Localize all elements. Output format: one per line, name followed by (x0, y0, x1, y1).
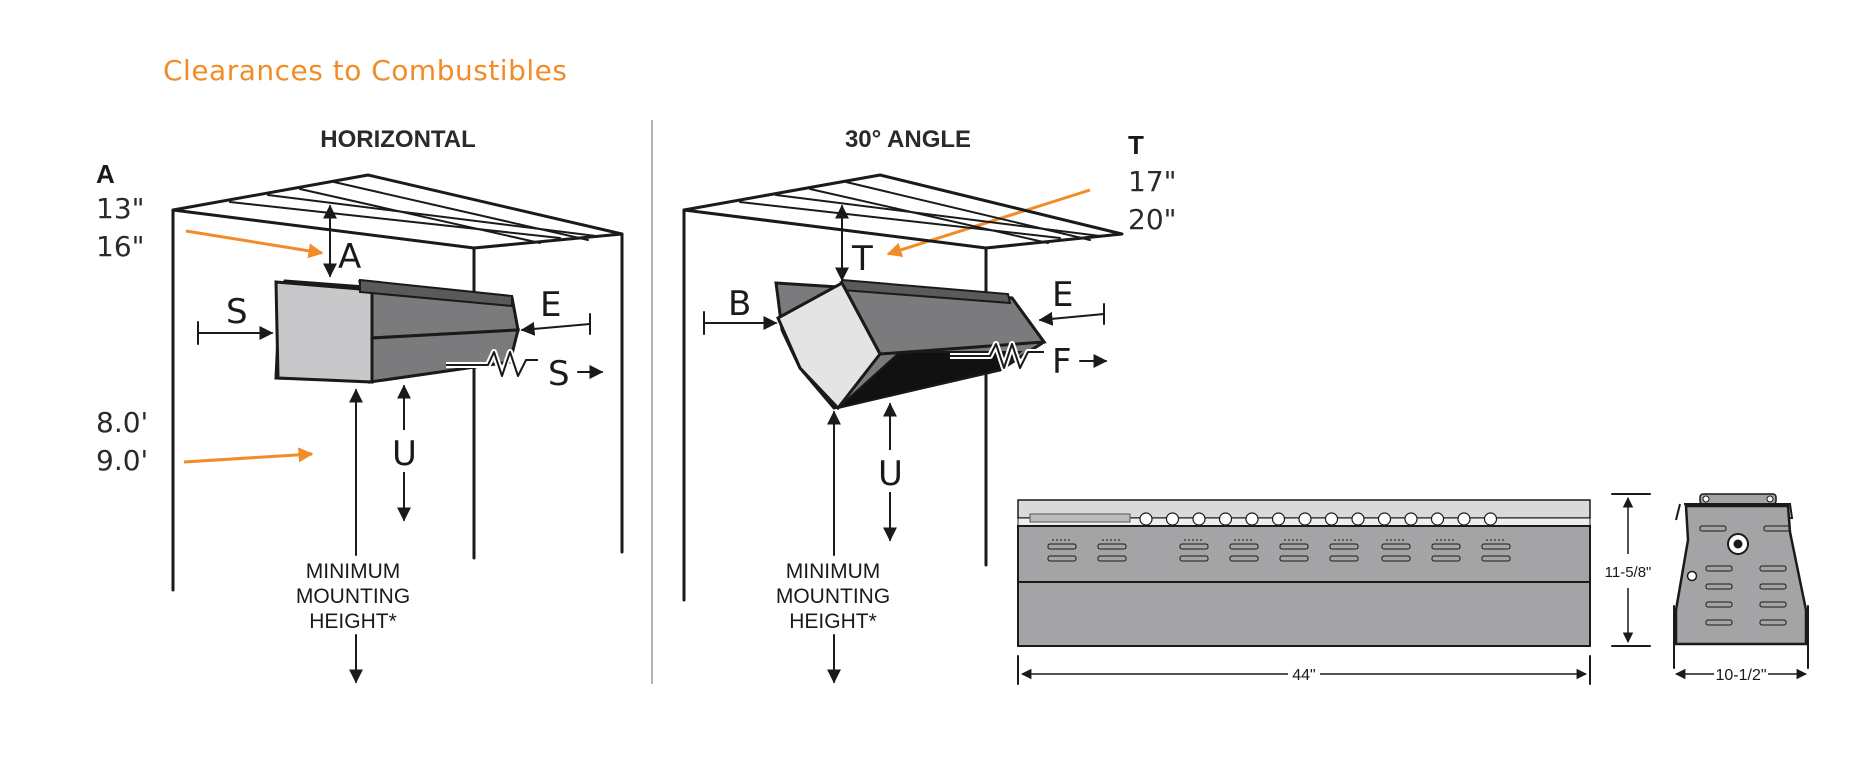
heater-front-view (1017, 499, 1591, 647)
length-label: 44" (1292, 667, 1315, 684)
angle-heater (774, 278, 1047, 411)
side-vent-slot (1763, 525, 1791, 532)
angle-mounting-line-2: MOUNTING (776, 585, 890, 608)
horizontal-height-value-1: 8.0' (96, 406, 148, 439)
angle-heading: 30° ANGLE (845, 126, 971, 153)
horizontal-a-pointer-arrow (185, 229, 324, 259)
front-vent-slot (1481, 543, 1511, 550)
angle-diagram: 30° ANGLE T 17" 20" T B E (682, 126, 1177, 684)
length-dimension: 44" (1017, 655, 1591, 685)
front-port-circle (1377, 512, 1392, 526)
front-vent-slot (1047, 555, 1077, 562)
front-vent-slot (1047, 543, 1077, 550)
horizontal-dim-s-left: S (226, 292, 248, 332)
side-vent-slot (1759, 601, 1787, 608)
angle-t-value-2: 20" (1128, 203, 1177, 236)
front-port-circle (1139, 512, 1153, 526)
side-vent-slot (1705, 565, 1733, 572)
side-vent-slot (1699, 525, 1727, 532)
side-vent-slot (1705, 583, 1733, 590)
horizontal-heater (274, 278, 520, 384)
angle-dim-b: B (728, 284, 751, 324)
page-title: Clearances to Combustibles (163, 54, 568, 87)
horizontal-dim-e: E (540, 285, 561, 325)
front-vent-slot (1179, 543, 1209, 550)
side-vent-slot (1759, 565, 1787, 572)
horizontal-mounting-line-1: MINIMUM (306, 560, 400, 583)
front-port-circle (1483, 512, 1498, 526)
horizontal-a-value-1: 13" (96, 192, 145, 225)
height-dimension: 11-5/8" (1605, 493, 1652, 647)
angle-dim-t: T (851, 239, 873, 279)
front-vent-slot (1279, 543, 1309, 550)
angle-mounting-line-1: MINIMUM (786, 560, 880, 583)
horizontal-dim-u: U (392, 434, 417, 474)
front-port-circle (1457, 512, 1471, 526)
horizontal-dim-s-right: S (548, 354, 570, 394)
front-port-circle (1351, 512, 1365, 526)
width-label: 10-1/2" (1715, 667, 1766, 684)
front-port-circle (1192, 512, 1206, 526)
angle-t-label: T (1128, 130, 1144, 160)
horizontal-mounting-line-3: HEIGHT* (309, 610, 397, 633)
front-vent-slot (1431, 543, 1461, 550)
horizontal-heading: HORIZONTAL (320, 126, 476, 153)
front-vent-slot (1381, 555, 1411, 562)
heater-side-view (1673, 493, 1809, 669)
side-vent-slot (1759, 583, 1787, 590)
front-vent-slot (1329, 555, 1359, 562)
horizontal-height-value-2: 9.0' (96, 444, 148, 477)
angle-dim-u: U (878, 454, 903, 494)
front-vent-slot (1329, 543, 1359, 550)
front-vent-slot (1179, 555, 1209, 562)
horizontal-mounting-line-2: MOUNTING (296, 585, 410, 608)
horizontal-ceiling-frame (171, 173, 624, 592)
front-vent-slot (1229, 543, 1259, 550)
front-port-circle (1324, 512, 1339, 526)
horizontal-dim-a: A (338, 237, 361, 277)
front-vent-slot (1431, 555, 1461, 562)
front-vent-slot (1481, 555, 1511, 562)
side-vent-slot (1705, 619, 1733, 626)
front-port-circle (1298, 512, 1312, 526)
side-vent-slot (1705, 601, 1733, 608)
front-vent-slot (1097, 543, 1127, 550)
horizontal-a-value-2: 16" (96, 230, 145, 263)
width-dimension: 10-1/2" (1674, 667, 1808, 684)
front-port-circle (1430, 512, 1445, 526)
front-vent-slot (1097, 555, 1127, 562)
horizontal-height-pointer-arrow (183, 447, 314, 464)
height-label: 11-5/8" (1605, 564, 1652, 581)
front-port-circle (1245, 512, 1259, 526)
angle-mounting-line-3: HEIGHT* (789, 610, 877, 633)
horizontal-diagram: HORIZONTAL A 13" 16" 8.0' 9.0' (96, 126, 624, 684)
front-port-circle (1404, 512, 1418, 526)
front-port-circle (1165, 512, 1180, 526)
front-vent-slot (1279, 555, 1309, 562)
angle-dim-f: F (1052, 342, 1072, 382)
angle-t-value-1: 17" (1128, 165, 1177, 198)
horizontal-a-label: A (96, 159, 115, 189)
side-vent-slot (1759, 619, 1787, 626)
front-port-circle (1271, 512, 1286, 526)
front-vent-slot (1381, 543, 1411, 550)
front-port-circle (1218, 512, 1233, 526)
angle-dim-e: E (1052, 275, 1073, 315)
front-vent-slot (1229, 555, 1259, 562)
